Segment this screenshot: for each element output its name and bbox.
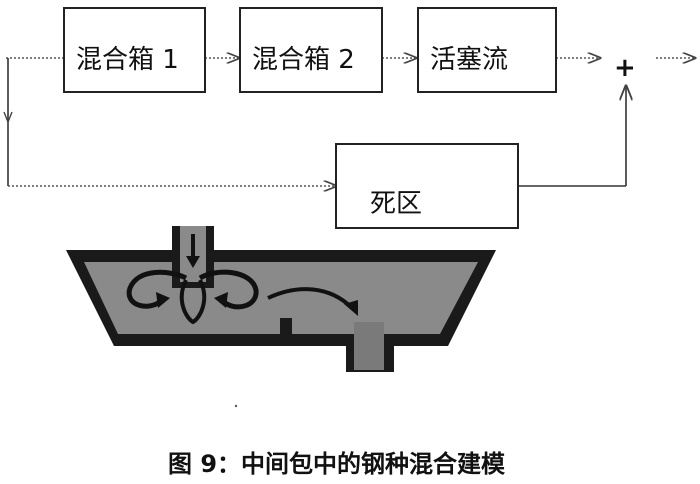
dead-zone-label: 死区 (370, 189, 422, 219)
mix-box-2-label: 混合箱 2 (252, 45, 355, 75)
weir (280, 318, 292, 334)
inlet-arrowhead-icon (186, 256, 200, 268)
split-down-arrow (3, 111, 13, 124)
tundish-illustration (66, 226, 496, 372)
mix-box-1-label: 混合箱 1 (76, 45, 179, 75)
mix-box-2: 混合箱 2 (239, 7, 383, 93)
scan-speck (234, 404, 238, 408)
right-swirl-icon (198, 269, 259, 310)
figure-caption: 图 9：中间包中的钢种混合建模 (168, 450, 506, 478)
junction-symbol: + (614, 53, 636, 83)
outlet-nozzle (354, 322, 384, 370)
right-swirl-head (214, 292, 228, 308)
dead-zone-box: 死区 (335, 143, 519, 229)
plug-flow-box: 活塞流 (417, 7, 557, 93)
left-swirl-head (156, 292, 170, 308)
flow-arrowhead-icon (344, 300, 358, 316)
center-loop-icon (179, 279, 207, 325)
flow-arrow-icon (267, 287, 354, 310)
left-swirl-icon (126, 269, 188, 309)
plug-flow-label: 活塞流 (430, 45, 508, 75)
mix-box-1: 混合箱 1 (63, 7, 206, 93)
